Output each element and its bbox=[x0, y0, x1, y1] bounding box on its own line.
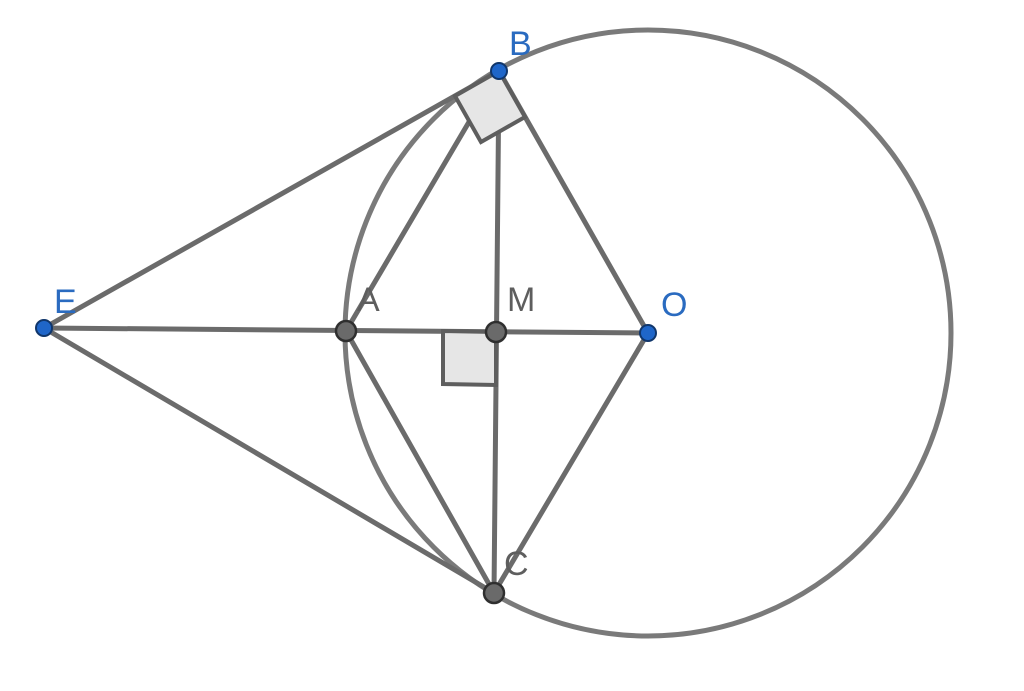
label-A: A bbox=[357, 281, 380, 319]
point-O bbox=[639, 324, 657, 342]
right-angle-marker-B bbox=[452, 68, 528, 145]
segment-OC bbox=[491, 330, 651, 596]
right-angle-marker-M bbox=[441, 328, 498, 388]
point-C bbox=[482, 581, 506, 605]
point-B bbox=[490, 62, 508, 80]
label-O: O bbox=[661, 286, 687, 324]
segment-AC bbox=[343, 328, 497, 596]
segment-EB bbox=[41, 68, 502, 331]
label-B: B bbox=[509, 25, 532, 63]
segment-EC bbox=[41, 325, 497, 596]
label-M: M bbox=[507, 281, 535, 319]
point-A bbox=[334, 319, 358, 343]
point-E bbox=[35, 319, 53, 337]
label-C: C bbox=[504, 545, 529, 583]
label-E: E bbox=[54, 283, 77, 321]
point-M bbox=[484, 320, 508, 344]
